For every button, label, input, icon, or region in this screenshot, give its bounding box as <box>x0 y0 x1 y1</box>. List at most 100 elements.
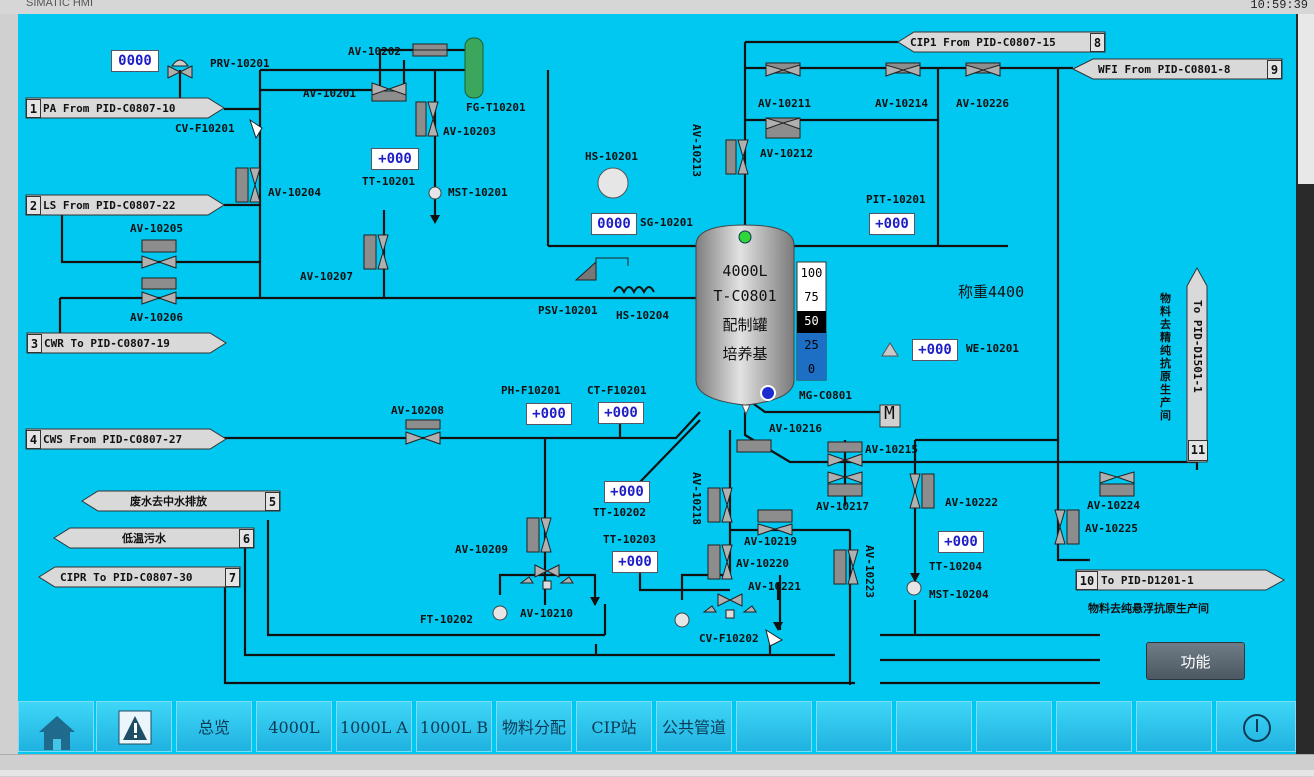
label-av-10219: AV-10219 <box>744 535 797 548</box>
tt-10203-value[interactable]: +000 <box>612 551 658 573</box>
nav-material-distribution[interactable]: 物料分配 <box>496 701 572 752</box>
tank-id: T-C0801 <box>713 287 777 305</box>
connector-7[interactable]: CIPR To PID-C0807-30 7 <box>58 568 240 587</box>
home-icon <box>39 716 75 750</box>
label-av-10207: AV-10207 <box>300 270 353 283</box>
connector-1-text: PA From PID-C0807-10 <box>43 102 176 115</box>
connector-3-num: 3 <box>27 334 42 353</box>
nav-1000l-a[interactable]: 1000L A <box>336 701 412 752</box>
connector-6[interactable]: 低温污水 6 <box>118 529 254 548</box>
home-button[interactable] <box>18 701 94 752</box>
label-av-10221: AV-10221 <box>748 580 801 593</box>
connector-10-text: To PID-D1201-1 <box>1101 574 1194 587</box>
tt-10201-value[interactable]: +000 <box>371 148 419 170</box>
tank-name: 配制罐 <box>722 316 768 334</box>
label-av-10216: AV-10216 <box>769 422 822 435</box>
we-10201-icon <box>881 342 899 357</box>
agitator-indicator <box>760 385 776 401</box>
label-av-10203: AV-10203 <box>443 125 496 138</box>
connector-9[interactable]: WFI From PID-C0801-8 9 <box>1096 60 1282 79</box>
label-av-10205: AV-10205 <box>130 222 183 235</box>
connector-1-num: 1 <box>26 99 41 118</box>
label-prv-10201: PRV-10201 <box>210 57 270 70</box>
label-av-10201: AV-10201 <box>303 87 356 100</box>
label-av-10220: AV-10220 <box>736 557 789 570</box>
nav-empty-1[interactable] <box>736 701 812 752</box>
ph-f10201-value[interactable]: +000 <box>526 403 572 425</box>
power-button[interactable] <box>1216 701 1296 752</box>
label-av-10225: AV-10225 <box>1085 522 1138 535</box>
label-cv-f10202: CV-F10202 <box>699 632 759 645</box>
pit-10201-value[interactable]: +000 <box>869 213 915 235</box>
connector-7-text: CIPR To PID-C0807-30 <box>60 571 193 584</box>
label-tt-10201: TT-10201 <box>362 175 415 188</box>
left-bezel <box>0 14 18 754</box>
label-av-10204: AV-10204 <box>268 186 321 199</box>
tt-10202-value[interactable]: +000 <box>604 481 650 503</box>
label-cv-f10201: CV-F10201 <box>175 122 235 135</box>
brand-label: SIMATIC HMI <box>26 0 94 9</box>
tt-10204-value[interactable]: +000 <box>938 531 984 553</box>
label-hs-10204: HS-10204 <box>616 309 669 322</box>
connector-9-num: 9 <box>1267 60 1282 79</box>
nav-overview[interactable]: 总览 <box>176 701 252 752</box>
we-10201-value[interactable]: +000 <box>912 339 958 361</box>
prv-10201-value[interactable]: 0000 <box>111 50 159 72</box>
label-psv-10201: PSV-10201 <box>538 304 598 317</box>
label-ft-10202: FT-10202 <box>420 613 473 626</box>
nav-empty-3[interactable] <box>896 701 972 752</box>
connector-5-num: 5 <box>265 492 280 511</box>
nav-utility-piping[interactable]: 公共管道 <box>656 701 732 752</box>
label-av-10202: AV-10202 <box>348 45 401 58</box>
sg-10201-value[interactable]: 0000 <box>591 213 637 235</box>
level-gauge <box>796 261 827 381</box>
connector-5[interactable]: 废水去中水排放 5 <box>126 492 280 511</box>
hs-10201-indicator <box>597 167 629 199</box>
connector-8[interactable]: CIP1 From PID-C0807-15 8 <box>908 33 1105 52</box>
label-av-10211: AV-10211 <box>758 97 811 110</box>
tank-medium: 培养基 <box>722 345 768 363</box>
control-valves <box>167 59 784 647</box>
nav-4000l[interactable]: 4000L <box>256 701 332 752</box>
cv-f10202-sensor <box>674 612 690 628</box>
ft-10202-sensor <box>492 605 508 621</box>
level-25: 25 <box>804 338 819 352</box>
clock: 10:59:39 <box>1250 0 1308 12</box>
nav-1000l-b[interactable]: 1000L B <box>416 701 492 752</box>
ct-f10201-value[interactable]: +000 <box>598 402 644 424</box>
label-tt-10203: TT-10203 <box>603 533 656 546</box>
level-100: 100 <box>800 266 823 280</box>
level-75: 75 <box>804 290 819 304</box>
label-av-10209: AV-10209 <box>455 543 508 556</box>
label-av-10210: AV-10210 <box>520 607 573 620</box>
power-icon <box>1243 714 1271 742</box>
label-d1201-destination: 物料去纯悬浮抗原生产间 <box>1088 602 1209 615</box>
nav-empty-4[interactable] <box>976 701 1052 752</box>
mst-10204-sensor <box>906 580 922 596</box>
weight-readout: 称重4400 <box>958 283 1025 301</box>
nav-cip-station[interactable]: CIP站 <box>576 701 652 752</box>
label-d1501-destination: 物料去精纯抗原生产间 <box>1160 292 1171 422</box>
connector-6-text: 低温污水 <box>122 532 166 545</box>
label-fg-t10201: FG-T10201 <box>466 101 526 114</box>
alarm-icon <box>118 710 152 745</box>
function-button[interactable]: 功能 <box>1146 642 1245 680</box>
level-50: 50 <box>804 314 819 328</box>
label-av-10212: AV-10212 <box>760 147 813 160</box>
connector-7-num: 7 <box>225 568 240 587</box>
label-sg-10201: SG-10201 <box>640 216 693 229</box>
nav-empty-2[interactable] <box>816 701 892 752</box>
label-av-10215: AV-10215 <box>865 443 918 456</box>
right-bezel <box>1296 14 1314 754</box>
connector-11-text: To PID-D1501-1 <box>1191 300 1204 393</box>
alarm-button[interactable] <box>96 701 172 752</box>
label-mg-c0801: MG-C0801 <box>799 389 852 402</box>
nav-empty-6[interactable] <box>1136 701 1212 752</box>
connector-4-text: CWS From PID-C0807-27 <box>43 433 183 446</box>
connector-11-num: 11 <box>1188 440 1208 461</box>
label-ct-f10201: CT-F10201 <box>587 384 647 397</box>
nav-empty-5[interactable] <box>1056 701 1132 752</box>
label-av-10208: AV-10208 <box>391 404 444 417</box>
right-bezel-highlight <box>1298 14 1314 184</box>
